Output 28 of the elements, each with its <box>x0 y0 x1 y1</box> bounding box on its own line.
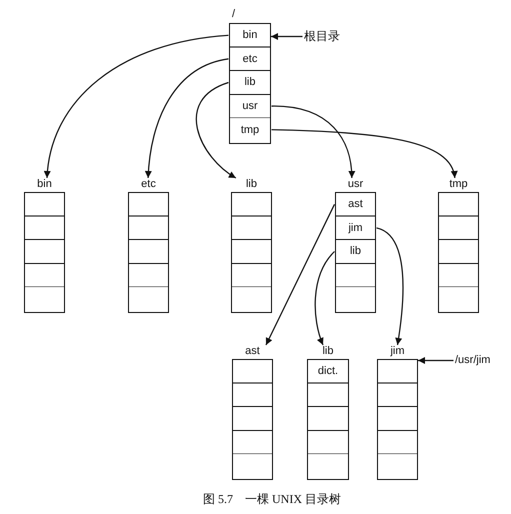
arrow <box>376 227 404 346</box>
directory-entry: ast <box>336 193 375 216</box>
directory-name: usr <box>348 178 364 191</box>
directory-name: / <box>232 8 236 21</box>
directory-entry: lib <box>336 240 375 263</box>
arrow <box>196 82 236 178</box>
directory-entry: jim <box>336 216 375 240</box>
directory-entry: etc <box>230 48 270 70</box>
arrow <box>314 251 335 346</box>
directory-entry: bin <box>230 24 270 47</box>
directory-entry: usr <box>230 94 270 118</box>
directory-name: etc <box>141 178 156 191</box>
directory-name: bin <box>37 178 52 191</box>
directory-name: lib <box>246 178 257 191</box>
directory-name: jim <box>390 345 405 358</box>
directory-name: ast <box>245 345 260 358</box>
directory-name: lib <box>322 345 334 358</box>
directory-entry: dict. <box>308 360 348 383</box>
figure-caption: 图 5.7 一棵 UNIX 目录树 <box>203 492 341 507</box>
arrow <box>418 357 454 364</box>
pointer-label: /usr/jim <box>455 353 490 368</box>
pointer-label: 根目录 <box>304 29 340 44</box>
arrow <box>271 33 302 40</box>
arrow <box>265 204 336 346</box>
arrow <box>271 129 457 178</box>
directory-entry: tmp <box>230 118 270 141</box>
directory-name: tmp <box>449 178 468 191</box>
directory-entry: lib <box>230 71 270 94</box>
